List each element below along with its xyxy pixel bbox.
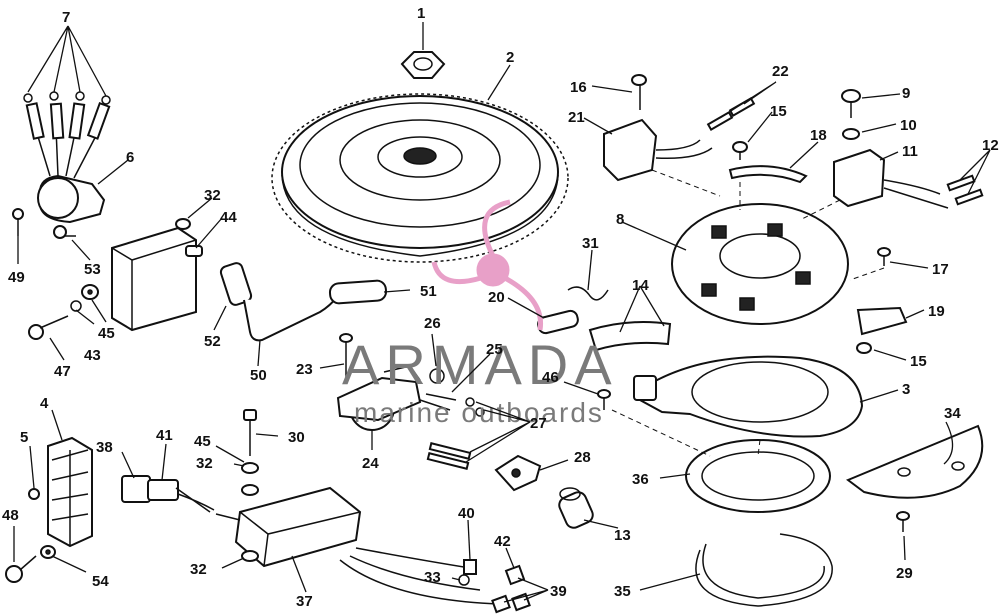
callout-7: 7: [62, 9, 70, 26]
ignition-coil-left-drawing: [111, 226, 203, 332]
bottom-center-hardware-drawing: [458, 559, 531, 614]
watermark: ARMADA marine outboards: [342, 199, 618, 428]
harness-connector-drawing: [121, 475, 215, 513]
callout-10: 10: [900, 117, 917, 134]
callout-49: 49: [8, 269, 25, 286]
bottom-left-hardware-drawing: [5, 488, 56, 583]
callout-32a: 32: [204, 187, 221, 204]
callout-45a: 45: [98, 325, 115, 342]
callouts: 1 2 3 4 5 6 7 8 9 10 11 12 13 14 15 15 1…: [2, 5, 999, 610]
callout-43: 43: [84, 347, 101, 364]
callout-20: 20: [488, 289, 505, 306]
callout-14: 14: [632, 277, 649, 294]
callout-19: 19: [928, 303, 945, 320]
power-pack-drawing: [215, 486, 501, 605]
callout-52: 52: [204, 333, 221, 350]
terminal-block-drawing: [47, 436, 93, 548]
ignition-coil-center-drawing: [336, 365, 457, 431]
callout-37: 37: [296, 593, 313, 610]
callout-44: 44: [220, 209, 237, 226]
timer-base-plate-drawing: [633, 355, 864, 438]
callout-22: 22: [772, 63, 789, 80]
callout-31: 31: [582, 235, 599, 252]
callout-33: 33: [424, 569, 441, 586]
callout-1: 1: [417, 5, 425, 22]
rings-drawing: [685, 439, 833, 607]
callout-15b: 15: [910, 353, 927, 370]
right-hardware-drawing: [856, 247, 908, 354]
callout-40: 40: [458, 505, 475, 522]
callout-30: 30: [288, 429, 305, 446]
callout-15a: 15: [770, 103, 787, 120]
callout-5: 5: [20, 429, 28, 446]
callout-42: 42: [494, 533, 511, 550]
high-tension-lead-drawing: [219, 262, 388, 342]
screw-23-drawing: [339, 333, 353, 382]
callout-47: 47: [54, 363, 71, 380]
retainer-28-drawing: [494, 454, 542, 492]
leader-lines: [13, 22, 991, 603]
assembly-guide-lines: [611, 169, 885, 457]
callout-27: 27: [530, 415, 547, 432]
callout-36: 36: [632, 471, 649, 488]
callout-9: 9: [902, 85, 910, 102]
callout-50: 50: [250, 367, 267, 384]
callout-48: 48: [2, 507, 19, 524]
callout-16: 16: [570, 79, 587, 96]
callout-25: 25: [486, 341, 503, 358]
callout-35: 35: [614, 583, 631, 600]
callout-23: 23: [296, 361, 313, 378]
watermark-tagline: marine outboards: [354, 397, 604, 428]
callout-28: 28: [574, 449, 591, 466]
left-hardware-drawing: [12, 208, 191, 340]
center-left-hardware-drawing: [241, 409, 259, 562]
callout-26: 26: [424, 315, 441, 332]
sensor-coil-11-drawing: [833, 89, 984, 209]
rectifier-drawing: [23, 91, 111, 224]
callout-6: 6: [126, 149, 134, 166]
throttle-cam-drawing: [845, 424, 984, 532]
callout-13: 13: [614, 527, 631, 544]
callout-29: 29: [896, 565, 913, 582]
callout-32c: 32: [190, 561, 207, 578]
propeller-logo: [431, 199, 544, 331]
connector-sleeve-drawing: [537, 286, 672, 352]
callout-24: 24: [362, 455, 379, 472]
callout-32b: 32: [196, 455, 213, 472]
callout-41: 41: [156, 427, 173, 444]
terminals-27-drawing: [426, 397, 485, 470]
retainer-18-drawing: [728, 141, 808, 184]
callout-8: 8: [616, 211, 624, 228]
callout-51: 51: [420, 283, 437, 300]
callout-38: 38: [96, 439, 113, 456]
callout-4: 4: [40, 395, 49, 412]
callout-11: 11: [902, 143, 918, 160]
callout-34: 34: [944, 405, 961, 422]
flywheel-nut-drawing: [400, 51, 446, 79]
callout-53: 53: [84, 261, 101, 278]
callout-21: 21: [568, 109, 585, 126]
callout-45b: 45: [194, 433, 211, 450]
bushing-drawing: [558, 487, 594, 529]
callout-3: 3: [902, 381, 910, 398]
callout-2: 2: [506, 49, 514, 66]
flywheel-drawing: [271, 93, 569, 263]
watermark-brand: ARMADA: [342, 333, 618, 396]
callout-39: 39: [550, 583, 567, 600]
stator-drawing: [671, 203, 849, 325]
callout-46: 46: [542, 369, 559, 386]
callout-54: 54: [92, 573, 109, 590]
callout-12: 12: [982, 137, 999, 154]
sensor-coil-21-drawing: [603, 74, 756, 182]
callout-18: 18: [810, 127, 827, 144]
callout-17: 17: [932, 261, 949, 278]
